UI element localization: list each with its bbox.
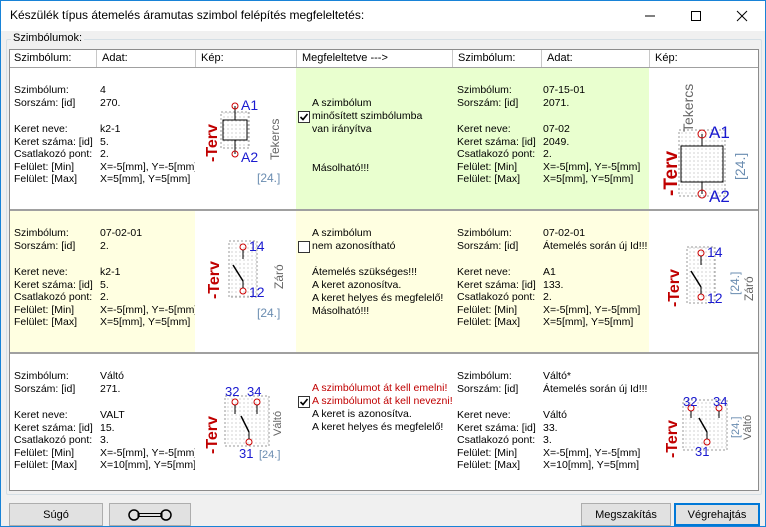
left-image-cell: 14 12 Záró -Terv [24.] [195, 211, 296, 353]
grid-header: Szimbólum: Adat: Kép: Megfeleltetve --->… [10, 50, 758, 68]
table-row[interactable]: Szimbólum:Váltó Sorszám: [id]271. Keret … [10, 354, 758, 490]
svg-text:A2: A2 [241, 149, 258, 165]
svg-text:-Terv: -Terv [204, 124, 221, 162]
row-divider [10, 352, 758, 354]
svg-text:A1: A1 [241, 97, 258, 113]
svg-text:12: 12 [249, 284, 265, 300]
col-header-image[interactable]: Kép: [201, 52, 224, 64]
changeover-symbol-image: 32 34 31 Váltó -Terv [24.] [204, 384, 284, 461]
left-image-cell: A1 A2 Tekercs -Terv [24.] [195, 68, 296, 210]
svg-text:-Terv: -Terv [204, 416, 221, 454]
left-data-cell: Szimbólum:4 Sorszám: [id]270. Keret neve… [10, 68, 198, 210]
left-fields: Szimbólum:4 Sorszám: [id]270. Keret neve… [14, 84, 198, 185]
svg-text:34: 34 [247, 384, 261, 399]
svg-text:32: 32 [225, 384, 239, 399]
svg-text:Váltó: Váltó [272, 411, 284, 436]
right-fields: Szimbólum:07-02-01 Sorszám: [id]Átemelés… [457, 227, 648, 328]
match-cell: A szimbólum minősített szimbólumba van i… [296, 68, 452, 210]
maximize-icon [691, 11, 701, 21]
wrench-icon [128, 508, 172, 521]
symbols-groupbox [6, 39, 762, 495]
svg-text:Tekercs: Tekercs [680, 84, 696, 132]
svg-text:[24.]: [24.] [257, 171, 280, 185]
table-row[interactable]: Szimbólum:07-02-01 Sorszám: [id]2. Keret… [10, 211, 758, 353]
left-image-cell: 32 34 31 Váltó -Terv [24.] [195, 354, 296, 490]
execute-button[interactable]: Végrehajtás [674, 503, 760, 526]
minimize-icon [645, 15, 655, 17]
svg-text:[24.]: [24.] [257, 306, 280, 320]
svg-text:Tekercs: Tekercs [268, 119, 282, 160]
symbol-mapping-grid[interactable]: Szimbólum: Adat: Kép: Megfeleltetve --->… [9, 49, 759, 491]
left-fields: Szimbólum:07-02-01 Sorszám: [id]2. Keret… [14, 227, 198, 328]
right-data-cell: Szimbólum:07-02-01 Sorszám: [id]Átemelés… [452, 211, 649, 353]
svg-text:-Terv: -Terv [664, 420, 681, 458]
row-divider [10, 209, 758, 211]
svg-text:[24.]: [24.] [728, 272, 742, 295]
col-header-data[interactable]: Adat: [102, 52, 128, 64]
col-header-image-right[interactable]: Kép: [655, 52, 678, 64]
window-title: Készülék típus átemelés áramutas szimbol… [10, 8, 365, 22]
close-icon [736, 10, 748, 22]
table-row[interactable]: Szimbólum:4 Sorszám: [id]270. Keret neve… [10, 68, 758, 210]
help-button-label: Súgó [43, 508, 69, 521]
match-cell: A szimbólum nem azonosítható Átemelés sz… [296, 211, 452, 353]
match-checkbox[interactable] [298, 241, 310, 253]
svg-text:[24.]: [24.] [732, 153, 748, 180]
svg-text:[24.]: [24.] [730, 417, 742, 438]
maximize-button[interactable] [673, 1, 719, 31]
svg-text:31: 31 [695, 444, 709, 459]
svg-text:-Terv: -Terv [661, 151, 682, 196]
svg-text:Váltó: Váltó [742, 415, 754, 440]
right-data-cell: Szimbólum:07-15-01 Sorszám: [id]2071. Ke… [452, 68, 649, 210]
svg-text:31: 31 [239, 446, 253, 461]
title-bar: Készülék típus átemelés áramutas szimbol… [1, 1, 765, 31]
execute-button-label: Végrehajtás [687, 508, 747, 521]
svg-text:-Terv: -Terv [666, 269, 683, 307]
match-checkbox[interactable] [298, 111, 310, 123]
svg-text:Záró: Záró [742, 276, 756, 301]
match-cell: A szimbólumot át kell emelni! A szimbólu… [296, 354, 453, 490]
match-checkbox[interactable] [298, 396, 310, 408]
right-image-cell: A1 A2 Tekercs -Terv [24.] [649, 68, 758, 210]
close-button[interactable] [719, 1, 765, 31]
svg-text:34: 34 [713, 394, 727, 409]
left-data-cell: Szimbólum:Váltó Sorszám: [id]271. Keret … [10, 354, 198, 490]
right-image-cell: 32 34 31 Váltó [24.] -Terv [649, 354, 758, 490]
svg-text:14: 14 [249, 238, 265, 254]
help-button[interactable]: Súgó [9, 503, 103, 526]
right-fields: Szimbólum:07-15-01 Sorszám: [id]2071. Ke… [457, 84, 641, 185]
contact-symbol-image: 14 12 Záró -Terv [24.] [206, 238, 286, 320]
col-header-symbol-right[interactable]: Szimbólum: [458, 52, 516, 64]
col-header-symbol[interactable]: Szimbólum: [14, 52, 72, 64]
col-header-data-right[interactable]: Adat: [547, 52, 573, 64]
svg-text:32: 32 [683, 394, 697, 409]
svg-text:Záró: Záró [272, 264, 286, 289]
right-image-cell: 14 12 Záró [24.] -Terv [649, 211, 758, 353]
svg-text:[24.]: [24.] [259, 449, 280, 461]
tools-button[interactable] [109, 503, 191, 526]
symbols-group-label: Szimbólumok: [11, 32, 85, 44]
col-header-match[interactable]: Megfeleltetve ---> [302, 52, 388, 64]
right-data-cell: Szimbólum:Váltó* Sorszám: [id]Átemelés s… [452, 354, 649, 490]
svg-text:14: 14 [707, 244, 723, 260]
coil-symbol-image-right: A1 A2 Tekercs -Terv [24.] [661, 84, 748, 206]
left-fields: Szimbólum:Váltó Sorszám: [id]271. Keret … [14, 370, 198, 471]
svg-text:A2: A2 [709, 187, 730, 206]
svg-text:12: 12 [707, 290, 723, 306]
cancel-button-label: Megszakítás [595, 508, 657, 521]
svg-text:A1: A1 [709, 123, 730, 142]
checkmark-icon [299, 398, 309, 406]
left-data-cell: Szimbólum:07-02-01 Sorszám: [id]2. Keret… [10, 211, 198, 353]
coil-symbol-image: A1 A2 Tekercs -Terv [24.] [204, 97, 282, 185]
changeover-symbol-image-right: 32 34 31 Váltó [24.] -Terv [664, 394, 754, 459]
cancel-button[interactable]: Megszakítás [581, 503, 671, 526]
checkmark-icon [299, 113, 309, 121]
right-fields: Szimbólum:Váltó* Sorszám: [id]Átemelés s… [457, 370, 648, 471]
svg-text:-Terv: -Terv [206, 261, 223, 299]
minimize-button[interactable] [627, 1, 673, 31]
contact-symbol-image-right: 14 12 Záró [24.] -Terv [666, 244, 756, 307]
